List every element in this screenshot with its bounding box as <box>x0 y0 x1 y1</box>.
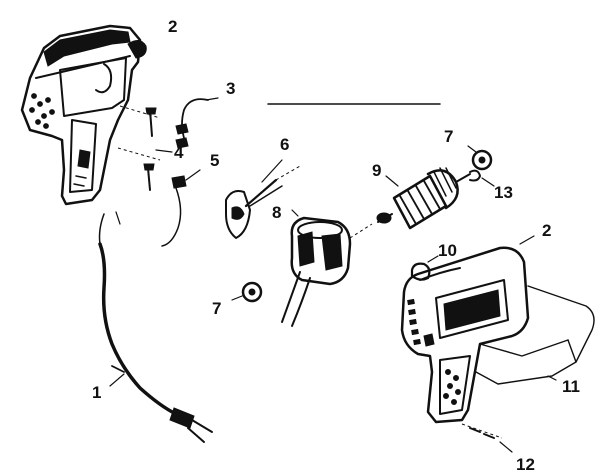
label-brush-holder-6: 6 <box>280 135 289 154</box>
label-cap-10: 10 <box>438 241 457 260</box>
label-screws-12: 12 <box>516 455 535 474</box>
washer-part-13 <box>469 169 495 187</box>
label-housing-right: 2 <box>542 221 551 240</box>
screws-part-4 <box>143 107 173 191</box>
part-labels: 2 3 4 5 6 8 9 7 13 7 10 2 1 11 12 <box>92 17 580 474</box>
cord-part-1 <box>98 211 213 443</box>
bearing-top-part-7 <box>467 145 493 171</box>
label-clip-5: 5 <box>210 151 219 170</box>
label-wire-3: 3 <box>226 79 235 98</box>
label-field-8: 8 <box>272 203 281 222</box>
clip-part-5 <box>161 169 201 247</box>
bracket-part-11 <box>475 285 595 385</box>
label-bearing-left-7: 7 <box>212 299 221 318</box>
label-cord-1: 1 <box>92 383 101 402</box>
label-housing-left: 2 <box>168 17 177 36</box>
brush-holder-part-6 <box>225 159 301 239</box>
label-armature-9: 9 <box>372 161 381 180</box>
field-part-8 <box>281 209 373 327</box>
armature-part-9 <box>376 167 471 230</box>
wire-part-3 <box>175 97 219 149</box>
label-bearing-top-7: 7 <box>444 127 453 146</box>
label-bracket-11: 11 <box>562 377 580 396</box>
label-washer-13: 13 <box>494 183 513 202</box>
label-screws-4: 4 <box>174 143 184 162</box>
cap-part-10 <box>410 255 439 281</box>
bearing-left-part-7 <box>231 281 263 303</box>
housing-right-half <box>400 235 535 424</box>
housing-left-half <box>20 24 161 206</box>
screws-part-12 <box>461 423 513 453</box>
